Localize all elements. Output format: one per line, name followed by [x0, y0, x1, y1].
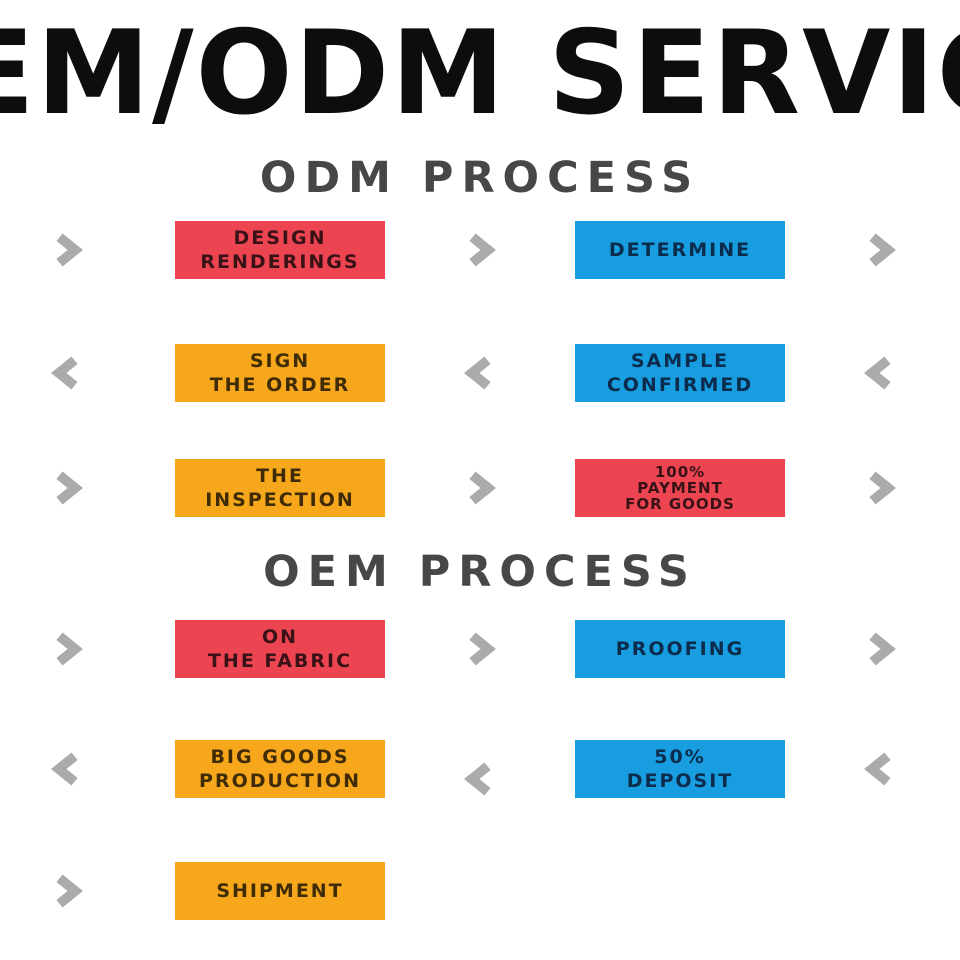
- process-step-box: DESIGN RENDERINGS: [175, 221, 385, 279]
- process-row: THE INSPECTION 100% PAYMENT FOR GOODS: [0, 459, 960, 517]
- odm-process-heading: ODM PROCESS: [259, 153, 701, 203]
- process-step-box: SIGN THE ORDER: [175, 344, 385, 402]
- chevron-right-icon: [462, 227, 498, 273]
- process-row: BIG GOODS PRODUCTION 50% DEPOSIT: [0, 740, 960, 798]
- process-step-box: 100% PAYMENT FOR GOODS: [575, 459, 785, 517]
- process-row: DESIGN RENDERINGS DETERMINE: [0, 221, 960, 279]
- process-step-box: THE INSPECTION: [175, 459, 385, 517]
- chevron-right-icon: [862, 626, 898, 672]
- oem-process-heading: OEM PROCESS: [263, 547, 697, 597]
- process-step-box: ON THE FABRIC: [175, 620, 385, 678]
- chevron-right-icon: [49, 465, 85, 511]
- process-row: SHIPMENT: [0, 862, 960, 920]
- chevron-left-icon: [462, 756, 498, 802]
- chevron-right-icon: [462, 626, 498, 672]
- chevron-left-icon: [49, 746, 85, 792]
- process-step-box: SHIPMENT: [175, 862, 385, 920]
- chevron-right-icon: [862, 227, 898, 273]
- chevron-left-icon: [862, 746, 898, 792]
- chevron-left-icon: [862, 350, 898, 396]
- chevron-right-icon: [862, 465, 898, 511]
- page-title: OEM/ODM SERVICE: [0, 4, 960, 140]
- chevron-left-icon: [462, 350, 498, 396]
- process-step-box: DETERMINE: [575, 221, 785, 279]
- process-step-box: BIG GOODS PRODUCTION: [175, 740, 385, 798]
- process-step-box: PROOFING: [575, 620, 785, 678]
- process-row: ON THE FABRIC PROOFING: [0, 620, 960, 678]
- chevron-right-icon: [49, 868, 85, 914]
- chevron-right-icon: [49, 227, 85, 273]
- process-step-box: 50% DEPOSIT: [575, 740, 785, 798]
- chevron-right-icon: [462, 465, 498, 511]
- process-step-box: SAMPLE CONFIRMED: [575, 344, 785, 402]
- process-row: SIGN THE ORDER SAMPLE CONFIRMED: [0, 344, 960, 402]
- chevron-left-icon: [49, 350, 85, 396]
- chevron-right-icon: [49, 626, 85, 672]
